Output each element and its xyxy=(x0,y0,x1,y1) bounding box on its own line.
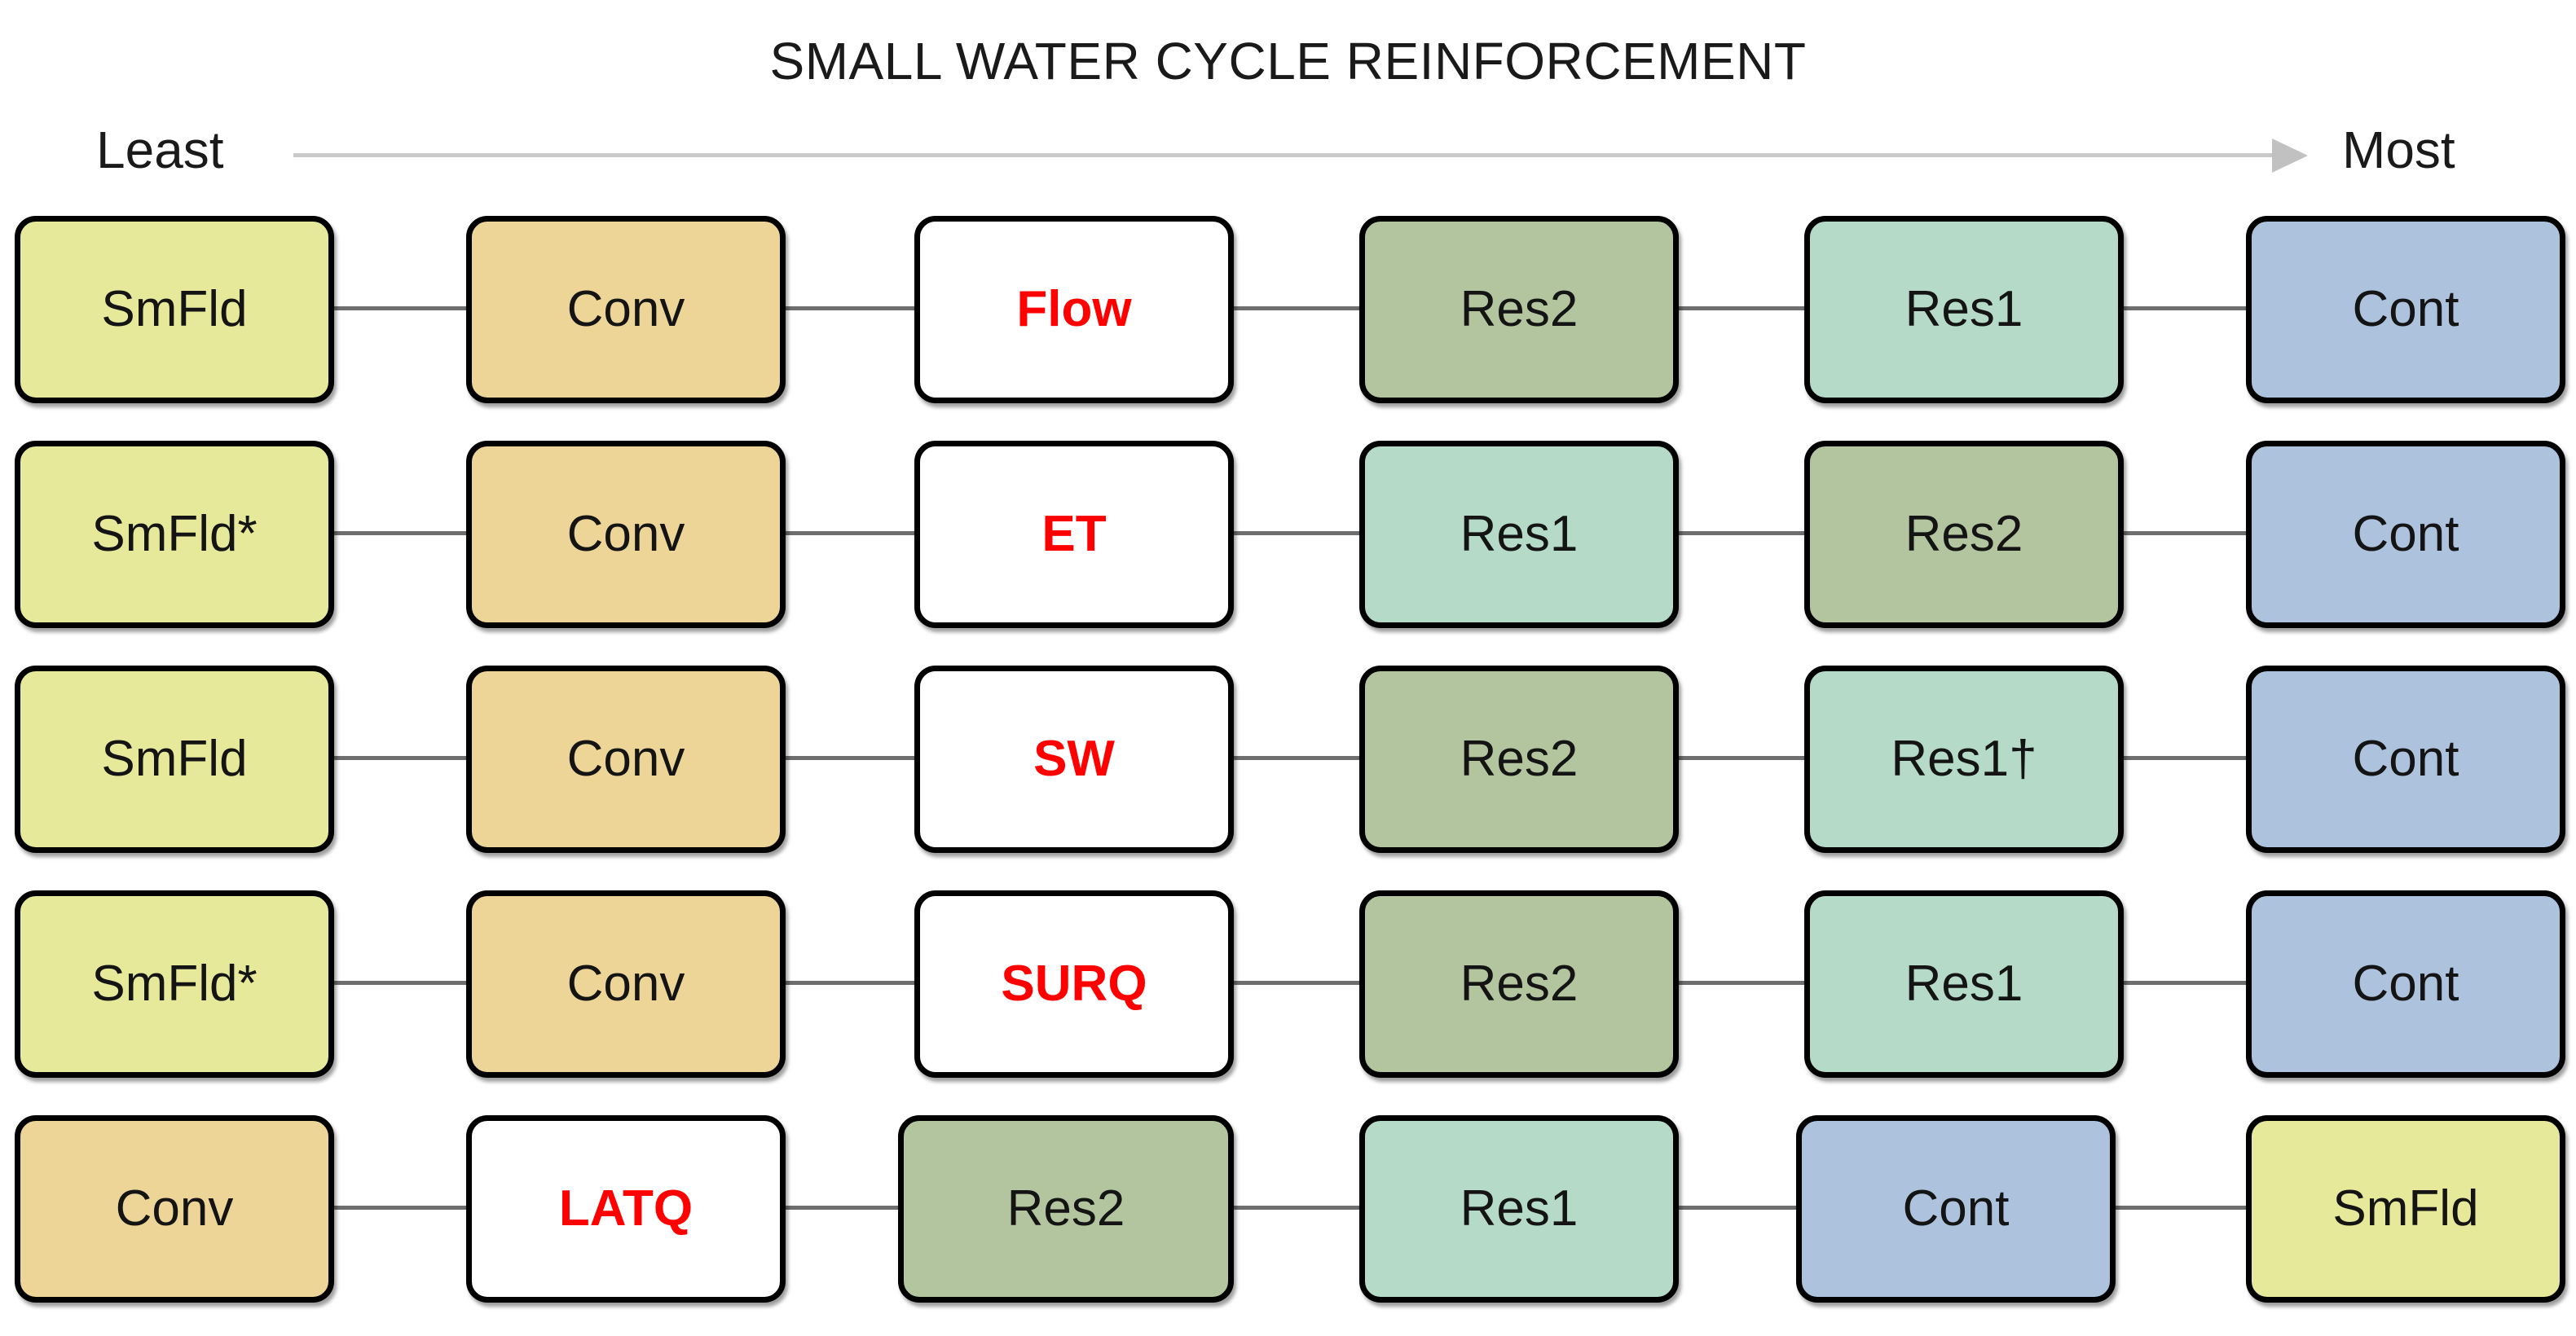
node-box[interactable]: LATQ xyxy=(466,1115,786,1303)
node-box[interactable]: Conv xyxy=(15,1115,334,1303)
node-label: Cont xyxy=(2352,281,2459,337)
chain-row: SmFld* Conv SURQ Res2 Res1 Cont xyxy=(0,882,2576,1107)
node-label: Res2 xyxy=(1006,1180,1125,1237)
node-label: SmFld xyxy=(2332,1180,2479,1237)
connector-line xyxy=(786,1206,898,1210)
node-box[interactable]: Res1 xyxy=(1804,216,2124,403)
node-box[interactable]: Flow xyxy=(914,216,1234,403)
node-box[interactable]: SmFld xyxy=(15,666,334,853)
connector-line xyxy=(334,756,466,760)
connector-line xyxy=(1679,1206,1796,1210)
node-box[interactable]: SmFld xyxy=(2246,1115,2565,1303)
axis-label-most: Most xyxy=(2342,121,2455,179)
node-label: LATQ xyxy=(558,1180,694,1237)
connector-line xyxy=(2116,1206,2246,1210)
node-box[interactable]: Res1 xyxy=(1359,441,1679,628)
node-label: Res2 xyxy=(1904,506,2023,562)
connector-line xyxy=(1234,756,1359,760)
node-label: Res1 xyxy=(1460,1180,1579,1237)
node-box[interactable]: Res1 xyxy=(1359,1115,1679,1303)
node-label: Res2 xyxy=(1460,731,1579,787)
node-box[interactable]: SmFld* xyxy=(15,890,334,1078)
node-label: Res2 xyxy=(1460,956,1579,1012)
node-box[interactable]: SURQ xyxy=(914,890,1234,1078)
node-label: Res1 xyxy=(1904,956,2023,1012)
node-label: Conv xyxy=(566,731,685,787)
gradient-axis: Least Most xyxy=(0,112,2576,187)
page-title: SMALL WATER CYCLE REINFORCEMENT xyxy=(769,32,1807,90)
node-box[interactable]: Cont xyxy=(2246,216,2565,403)
node-label: Conv xyxy=(115,1180,234,1237)
node-box[interactable]: ET xyxy=(914,441,1234,628)
node-box[interactable]: Cont xyxy=(2246,890,2565,1078)
node-box[interactable]: Cont xyxy=(2246,666,2565,853)
chain-row: SmFld* Conv ET Res1 Res2 Cont xyxy=(0,433,2576,657)
node-label: Cont xyxy=(2352,731,2459,787)
node-label: SURQ xyxy=(1001,956,1147,1012)
node-box[interactable]: Conv xyxy=(466,441,786,628)
node-label: Conv xyxy=(566,281,685,337)
node-label: SmFld xyxy=(101,281,248,337)
node-box[interactable]: Cont xyxy=(2246,441,2565,628)
chain-row: SmFld Conv Flow Res2 Res1 Cont xyxy=(0,208,2576,433)
node-label: Flow xyxy=(1016,281,1132,337)
node-box[interactable]: Res2 xyxy=(1359,216,1679,403)
node-box[interactable]: SmFld* xyxy=(15,441,334,628)
node-box[interactable]: Res2 xyxy=(1359,666,1679,853)
arrow-right-icon xyxy=(2272,138,2308,173)
connector-line xyxy=(1234,531,1359,535)
connector-line xyxy=(2124,756,2246,760)
connector-line xyxy=(334,531,466,535)
connector-line xyxy=(2124,531,2246,535)
connector-line xyxy=(334,1206,466,1210)
connector-line xyxy=(786,756,914,760)
connector-line xyxy=(1679,306,1804,310)
connector-line xyxy=(786,531,914,535)
node-label: SmFld* xyxy=(91,956,258,1012)
connector-line xyxy=(1234,981,1359,985)
node-box[interactable]: Res1† xyxy=(1804,666,2124,853)
connector-line xyxy=(1234,306,1359,310)
node-label: SW xyxy=(1033,731,1115,787)
connector-line xyxy=(2124,306,2246,310)
node-box[interactable]: SmFld xyxy=(15,216,334,403)
node-box[interactable]: Res2 xyxy=(1804,441,2124,628)
connector-line xyxy=(334,981,466,985)
node-box[interactable]: Conv xyxy=(466,890,786,1078)
node-label: Res1 xyxy=(1460,506,1579,562)
node-label: Conv xyxy=(566,506,685,562)
node-label: Cont xyxy=(2352,506,2459,562)
connector-line xyxy=(1679,981,1804,985)
connector-line xyxy=(1679,756,1804,760)
node-label: Res1 xyxy=(1904,281,2023,337)
node-box[interactable]: Conv xyxy=(466,216,786,403)
connector-line xyxy=(1679,531,1804,535)
chain-row: Conv LATQ Res2 Res1 Cont SmFld xyxy=(0,1107,2576,1332)
node-label: ET xyxy=(1041,506,1107,562)
node-box[interactable]: SW xyxy=(914,666,1234,853)
connector-line xyxy=(334,306,466,310)
node-label: Cont xyxy=(1902,1180,2010,1237)
axis-line xyxy=(293,153,2274,157)
node-label: SmFld* xyxy=(91,506,258,562)
connector-line xyxy=(2124,981,2246,985)
node-label: Res1† xyxy=(1891,731,2037,787)
chain-row: SmFld Conv SW Res2 Res1† Cont xyxy=(0,657,2576,882)
node-label: SmFld xyxy=(101,731,248,787)
node-box[interactable]: Res2 xyxy=(1359,890,1679,1078)
node-box[interactable]: Cont xyxy=(1796,1115,2116,1303)
connector-line xyxy=(786,306,914,310)
node-label: Conv xyxy=(566,956,685,1012)
node-box[interactable]: Conv xyxy=(466,666,786,853)
node-box[interactable]: Res1 xyxy=(1804,890,2124,1078)
axis-label-least: Least xyxy=(96,121,224,179)
connector-line xyxy=(786,981,914,985)
node-label: Res2 xyxy=(1460,281,1579,337)
connector-line xyxy=(1234,1206,1359,1210)
node-box[interactable]: Res2 xyxy=(898,1115,1234,1303)
node-label: Cont xyxy=(2352,956,2459,1012)
